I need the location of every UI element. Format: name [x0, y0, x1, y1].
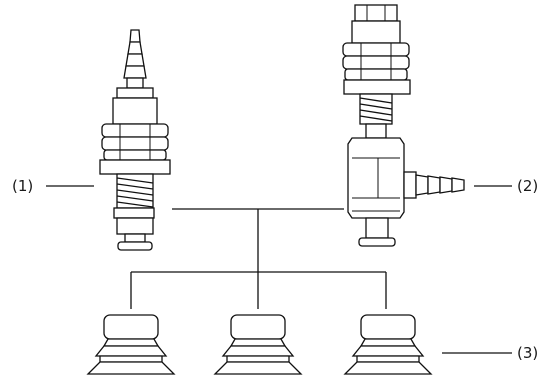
- stem-2: [365, 217, 389, 239]
- suction-cup-center: [213, 314, 303, 375]
- suction-cup-right: [343, 314, 433, 375]
- collar: [99, 159, 171, 175]
- cup-mount-pad-2: [358, 237, 396, 247]
- callout-2: (2): [474, 177, 538, 195]
- threaded-stem-2: [351, 20, 401, 44]
- lower-hex: [113, 207, 155, 219]
- hex-nut-pair-2: [342, 42, 410, 81]
- straight-fitting: [99, 29, 171, 251]
- callout-1-label: (1): [12, 177, 33, 195]
- callout-3-label: (3): [517, 344, 538, 362]
- stem: [124, 233, 146, 243]
- callout-3: (3): [442, 344, 538, 362]
- callout-1: (1): [12, 177, 94, 195]
- spring: [116, 173, 154, 209]
- hose-barb-side: [403, 171, 465, 199]
- threaded-stem: [112, 97, 158, 125]
- hex-nut-pair: [101, 123, 169, 161]
- elbow-body: [347, 137, 405, 219]
- upper-hex-body: [116, 87, 154, 99]
- lower-block: [116, 217, 154, 235]
- hose-barb-top: [123, 29, 147, 89]
- elbow-fitting: [342, 4, 465, 247]
- spring-2: [359, 93, 393, 125]
- collar-2: [343, 79, 411, 95]
- connector-lines: [130, 208, 387, 309]
- suction-cup-left: [86, 314, 176, 375]
- callout-2-label: (2): [517, 177, 538, 195]
- neck: [365, 123, 387, 139]
- cup-mount-pad: [117, 241, 153, 251]
- top-cap: [354, 4, 398, 22]
